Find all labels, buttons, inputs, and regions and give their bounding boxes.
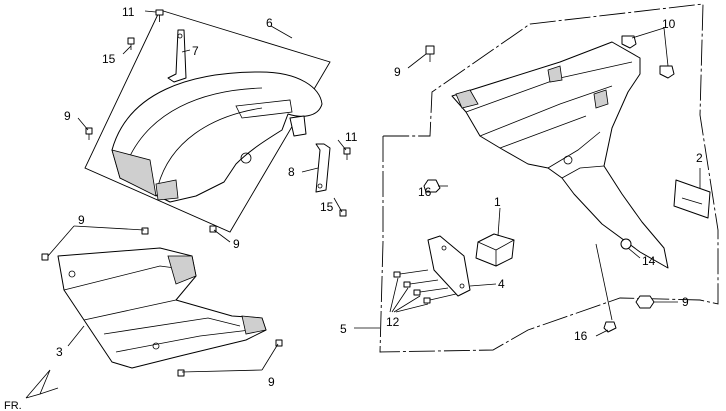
callout-9-upper-right: 9	[394, 65, 401, 79]
leaders-group-3	[47, 225, 279, 373]
callout-16-left: 16	[418, 185, 432, 199]
leaders-group-5	[354, 27, 701, 337]
bolt-9-bottom	[209, 225, 217, 233]
callout-9-left: 9	[64, 109, 71, 123]
callout-11-right: 11	[345, 130, 358, 144]
callout-9-right: 9	[682, 295, 689, 309]
front-direction-label: FR.	[4, 400, 22, 411]
rivet-16-left	[423, 179, 441, 193]
leaders-group-6	[77, 10, 347, 243]
fender-group-frame	[84, 9, 331, 233]
bolt-11-right	[343, 147, 351, 160]
callout-1: 1	[494, 195, 501, 209]
front-direction-arrow	[25, 369, 59, 399]
bolt-15-lower	[339, 209, 347, 217]
rear-fender-part	[451, 41, 669, 269]
bracket-7	[167, 29, 187, 83]
callout-6: 6	[266, 16, 273, 30]
callout-14: 14	[642, 254, 656, 268]
callout-5: 5	[340, 322, 347, 336]
callout-7: 7	[192, 44, 199, 58]
callout-8: 8	[288, 165, 295, 179]
screws-12	[393, 269, 457, 304]
callout-15-lower: 15	[320, 200, 334, 214]
callout-4: 4	[498, 277, 505, 291]
rivet-16-right	[603, 321, 617, 333]
reflector-bracket-2	[673, 179, 711, 219]
bolt-10-pair	[621, 35, 675, 79]
callout-9-fender: 9	[233, 237, 240, 251]
bracket-8	[315, 143, 331, 193]
bolt-11-upper	[155, 9, 164, 22]
callout-10: 10	[662, 17, 676, 31]
rear-fender-group-frame	[379, 3, 719, 353]
relay-1	[475, 233, 515, 267]
callout-9-cover-bottom: 9	[268, 375, 275, 389]
callout-15-upper: 15	[102, 52, 116, 66]
callout-16-right: 16	[574, 329, 588, 343]
bolt-9-upper-right	[425, 45, 435, 62]
nut-14	[620, 238, 632, 250]
callout-2: 2	[696, 151, 703, 165]
callout-9-cover-top: 9	[78, 213, 85, 227]
callout-3: 3	[56, 345, 63, 359]
bolt-9-left	[85, 127, 93, 140]
bolt-9-lower-cover	[41, 227, 283, 377]
callout-12: 12	[386, 315, 400, 329]
callout-11-upper: 11	[122, 5, 135, 19]
bolt-15-upper	[127, 37, 135, 50]
lower-cover-part	[57, 247, 267, 369]
nut-9-right	[635, 295, 655, 309]
inner-fender-part	[111, 71, 323, 203]
bracket-4	[427, 235, 471, 297]
